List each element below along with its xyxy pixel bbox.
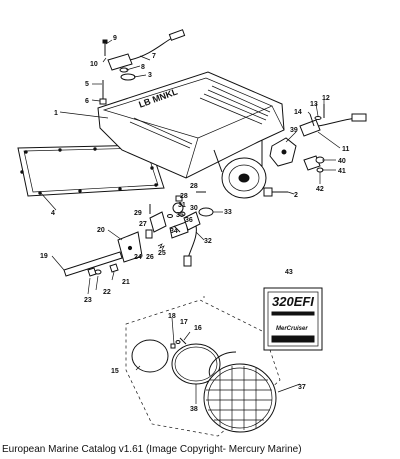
callout-39: 39 [290, 127, 298, 134]
washer-part-8 [119, 67, 129, 73]
cam-part-30 [172, 202, 184, 214]
bushing-part-26 [145, 229, 153, 239]
lever-part-27 [149, 211, 167, 233]
leader-lines [39, 39, 341, 404]
callout-42: 42 [316, 186, 324, 193]
callout-4: 4 [51, 210, 55, 217]
spring-part-25 [157, 243, 165, 251]
screw-part-16 [179, 337, 187, 345]
callout-23: 23 [84, 297, 92, 304]
callout-18: 18 [168, 313, 176, 320]
callout-29: 29 [134, 210, 142, 217]
nut-part-21 [109, 263, 119, 273]
washer-part-36 [167, 214, 173, 218]
sensor-part-11 [299, 113, 367, 137]
callout-21: 21 [122, 279, 130, 286]
callout-8: 8 [141, 64, 145, 71]
callout-27: 27 [139, 221, 147, 228]
callout-28b: 28 [180, 193, 188, 200]
nut-part-31 [175, 195, 183, 202]
callout-9: 9 [113, 35, 117, 42]
screw-part-34 [173, 225, 181, 233]
callout-35: 35 [176, 212, 184, 219]
gasket-part-3 [120, 73, 136, 81]
lever-part-24 [169, 221, 189, 239]
bracket-part-20 [117, 231, 143, 263]
figure-caption: European Marine Catalog v1.61 (Image Cop… [2, 444, 302, 455]
callout-12: 12 [322, 95, 330, 102]
screw-part-14 [309, 113, 315, 127]
gasket-part-15 [131, 339, 169, 373]
callout-16: 16 [194, 325, 202, 332]
nut-part-6 [99, 98, 107, 105]
callout-13: 13 [310, 101, 318, 108]
nut-part-23 [87, 267, 97, 277]
callouts: 9 10 7 8 3 5 6 1 4 12 13 14 39 11 40 41 … [40, 35, 350, 413]
callout-43: 43 [285, 269, 293, 276]
callout-14: 14 [294, 109, 302, 116]
decal-part-43: 320EFI MerCruiser [263, 287, 323, 351]
callout-10: 10 [90, 61, 98, 68]
callout-19: 19 [40, 253, 48, 260]
sensor-part-7 [107, 29, 186, 71]
sensor-part-32 [183, 211, 201, 267]
nut-part-18 [170, 343, 176, 349]
bracket-part-39 [269, 137, 297, 167]
callout-37: 37 [298, 384, 306, 391]
callout-5: 5 [85, 81, 89, 88]
badge-brand: MerCruiser [276, 326, 308, 332]
callout-31: 31 [178, 202, 186, 209]
callout-33: 33 [224, 209, 232, 216]
flame-arrestor-part-37 [203, 351, 277, 433]
callout-6: 6 [85, 98, 89, 105]
callout-17: 17 [180, 319, 188, 326]
callout-34: 34 [170, 228, 178, 235]
gasket-part-33 [198, 207, 214, 217]
rod-part-19 [63, 251, 123, 277]
callout-15: 15 [111, 368, 119, 375]
callout-30: 30 [190, 205, 198, 212]
callout-7: 7 [152, 53, 156, 60]
washer-part-17 [175, 340, 181, 344]
callout-24: 24 [134, 254, 142, 261]
fitting-part-2 [263, 187, 288, 197]
callout-2: 2 [294, 192, 298, 199]
callout-22: 22 [103, 289, 111, 296]
callout-11: 11 [342, 146, 350, 153]
callout-1: 1 [54, 110, 58, 117]
callout-32: 32 [204, 238, 212, 245]
clip-part-35 [178, 211, 186, 217]
washer-part-13 [314, 116, 322, 120]
callout-26: 26 [146, 254, 154, 261]
callout-20: 20 [97, 227, 105, 234]
callout-40: 40 [338, 158, 346, 165]
badge-model: 320EFI [272, 294, 314, 309]
callout-25: 25 [158, 250, 166, 257]
plenum-part-1: LB MNKL [97, 71, 285, 199]
screw-part-9 [102, 39, 108, 56]
callout-36: 36 [185, 217, 193, 224]
callout-41: 41 [338, 168, 346, 175]
callout-3: 3 [148, 72, 152, 79]
callout-28a: 28 [190, 183, 198, 190]
callout-38: 38 [190, 406, 198, 413]
